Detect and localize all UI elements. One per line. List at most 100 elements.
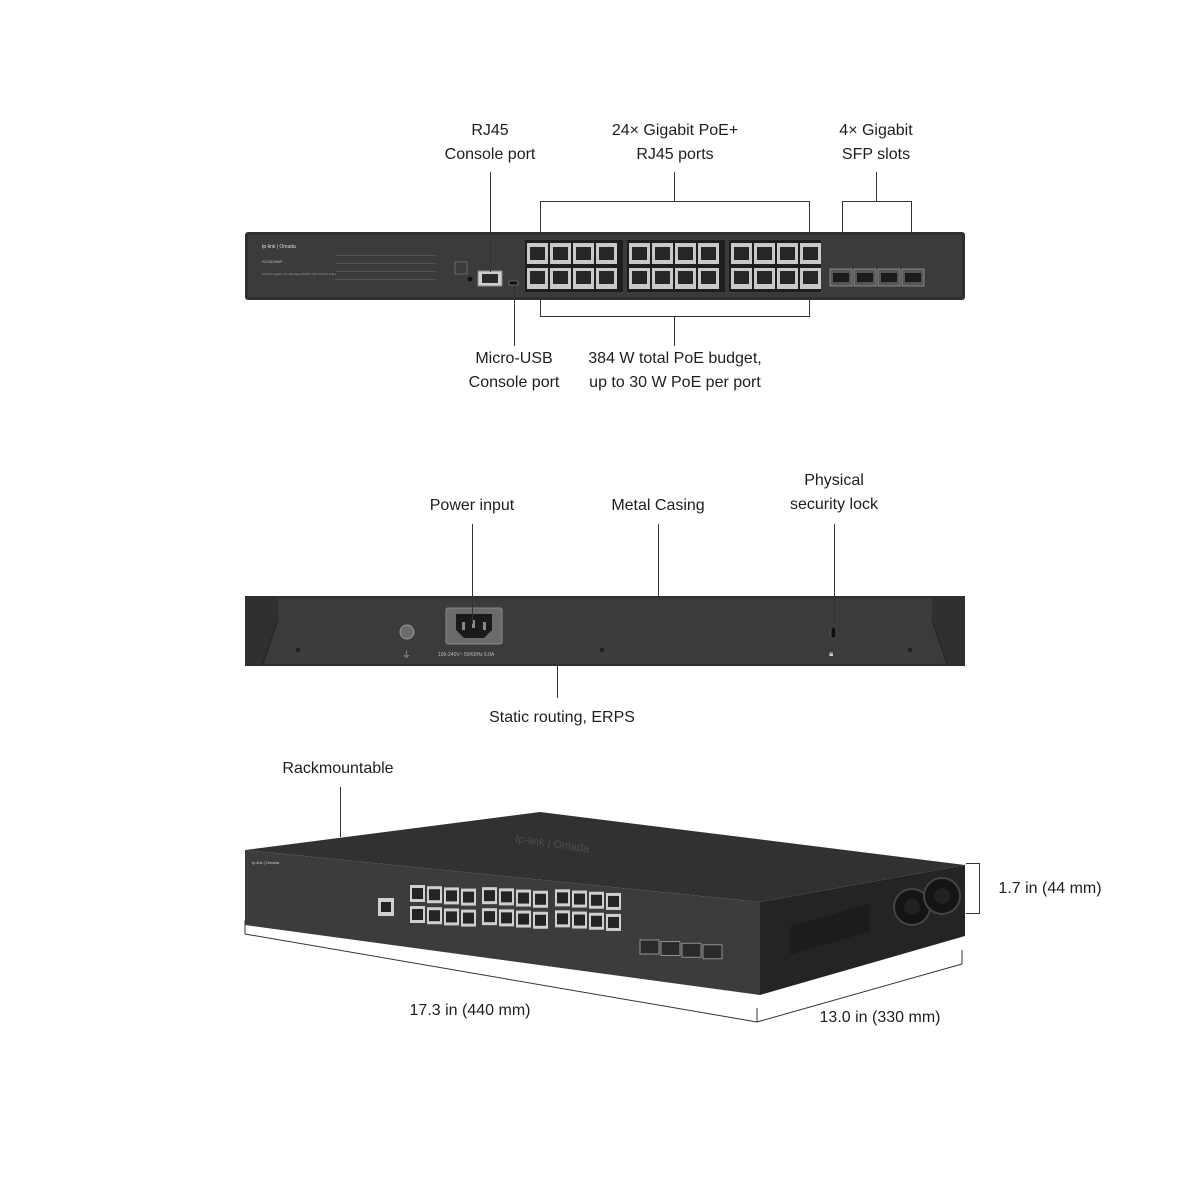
micro-usb-port <box>508 280 519 286</box>
rj45-port <box>527 268 548 289</box>
reset-button <box>454 261 468 275</box>
label-rackmountable: Rackmountable <box>282 760 394 777</box>
bracket-sfp-right <box>911 201 912 239</box>
front-model: SG3428MP <box>262 259 283 264</box>
sfp-slot <box>681 942 702 958</box>
rj45-port <box>589 912 604 930</box>
rj45-port <box>410 906 425 923</box>
rj45-port <box>482 908 497 926</box>
label-power-input: Power input <box>429 497 515 514</box>
rj45-port <box>410 885 425 902</box>
label-depth: 13.0 in (330 mm) <box>819 1009 941 1026</box>
leader-sfp <box>876 172 877 201</box>
side-vents <box>790 903 870 955</box>
rj45-port <box>550 243 571 264</box>
bracket-rj45-top-right <box>809 201 810 239</box>
leader-routing <box>557 666 558 698</box>
sfp-slot <box>702 944 723 960</box>
rj45-port <box>572 911 587 929</box>
dim-height-line <box>979 863 980 914</box>
rj45-port <box>754 268 775 289</box>
rj45-port <box>731 268 752 289</box>
rj45-port <box>777 243 798 264</box>
rj45-port <box>754 243 775 264</box>
lock-icon: 🔒︎ <box>829 649 833 658</box>
rj45-port <box>499 909 514 927</box>
bracket-rj45-top <box>540 201 810 202</box>
perspective-ports <box>410 885 723 960</box>
sfp-slot <box>877 268 901 287</box>
rj45-port <box>516 910 531 928</box>
leader-casing <box>658 524 659 596</box>
rj45-port <box>629 243 650 264</box>
power-rating: 100-240V~ 50/60Hz 6.0A <box>438 652 495 658</box>
rj45-port <box>698 268 719 289</box>
bracket-rj45-bottom-right <box>809 294 810 316</box>
svg-text:tp-link | Omada: tp-link | Omada <box>252 860 280 865</box>
rj45-port <box>652 268 673 289</box>
rj45-port <box>606 892 621 910</box>
rj45-port <box>499 888 514 906</box>
rear-switch: ⏚ 100-240V~ 50/60Hz 6.0A 🔒︎ <box>245 596 965 666</box>
rj45-port <box>800 243 821 264</box>
rj45-port <box>777 268 798 289</box>
sfp-slot <box>829 268 853 287</box>
label-width: 17.3 in (440 mm) <box>409 1002 531 1019</box>
rj45-port <box>461 888 476 906</box>
rj45-port <box>675 268 696 289</box>
rj45-port <box>550 268 571 289</box>
rj45-port <box>675 243 696 264</box>
rj45-port <box>555 910 570 928</box>
rj45-port <box>573 243 594 264</box>
sfp-slot <box>639 939 660 955</box>
leader-micro-usb <box>514 286 515 346</box>
rj45-port <box>589 891 604 909</box>
bracket-rj45-bottom-left <box>540 294 541 316</box>
sfp-slot <box>853 268 877 287</box>
rj45-port <box>698 243 719 264</box>
rj45-port <box>731 243 752 264</box>
front-description: 28-Port Gigabit L2+ Managed Switch with … <box>262 272 336 276</box>
ground-screw-icon <box>399 624 415 640</box>
rj45-ports <box>527 243 821 289</box>
bracket-rj45-bottom <box>540 316 810 317</box>
leader-lock <box>834 524 835 624</box>
sfp-slots <box>829 268 925 287</box>
leader-poe <box>674 316 675 346</box>
rj45-port <box>482 887 497 905</box>
rj45-port <box>573 268 594 289</box>
leader-rj45-top <box>674 172 675 201</box>
label-static-routing: Static routing, ERPS <box>489 709 635 726</box>
rj45-port <box>427 886 442 904</box>
dim-height-top <box>966 863 980 864</box>
rj45-port <box>516 889 531 907</box>
leader-console <box>490 172 491 272</box>
rj45-port <box>533 911 548 929</box>
label-poe-budget: 384 W total PoE budget,up to 30 W PoE pe… <box>588 350 762 391</box>
perspective-switch: tp-link | Omada tp-link | Omada <box>245 812 965 995</box>
rj45-port <box>444 887 459 905</box>
front-brand: tp-link | Omada <box>262 244 296 250</box>
rj45-port <box>629 268 650 289</box>
label-height: 1.7 in (44 mm) <box>998 880 1102 897</box>
sfp-slot <box>901 268 925 287</box>
rj45-port <box>527 243 548 264</box>
rj45-port <box>533 890 548 908</box>
rj45-port <box>572 890 587 908</box>
rj45-port <box>427 907 442 925</box>
rj45-port <box>800 268 821 289</box>
dim-height-bottom <box>966 913 980 914</box>
label-metal-casing: Metal Casing <box>611 497 705 514</box>
led-panel <box>335 255 435 280</box>
rj45-port <box>596 268 617 289</box>
sfp-slot <box>660 941 681 956</box>
label-rj45-ports: 24× Gigabit PoE+RJ45 ports <box>611 122 739 163</box>
rj45-port <box>555 889 570 907</box>
security-lock-slot <box>830 626 837 639</box>
front-switch: tp-link | Omada SG3428MP 28-Port Gigabit… <box>245 232 965 300</box>
bracket-sfp <box>842 201 912 202</box>
